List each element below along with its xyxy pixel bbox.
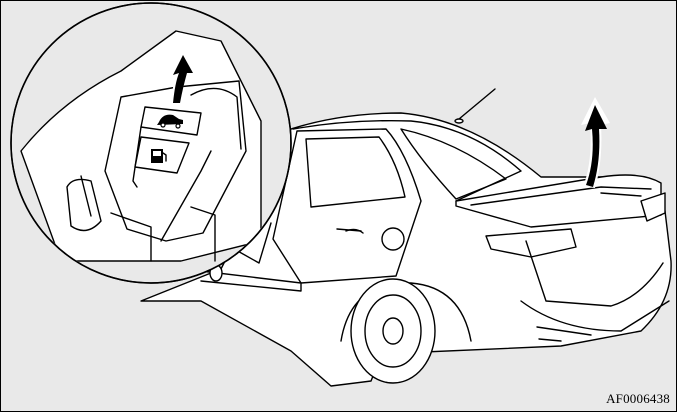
zoom-callout	[11, 3, 291, 283]
fuel-door	[382, 228, 404, 250]
figure-code: AF0006438	[606, 391, 670, 407]
up-arrow-icon	[581, 97, 610, 188]
open-rear-door	[273, 129, 421, 283]
antenna	[459, 89, 495, 119]
